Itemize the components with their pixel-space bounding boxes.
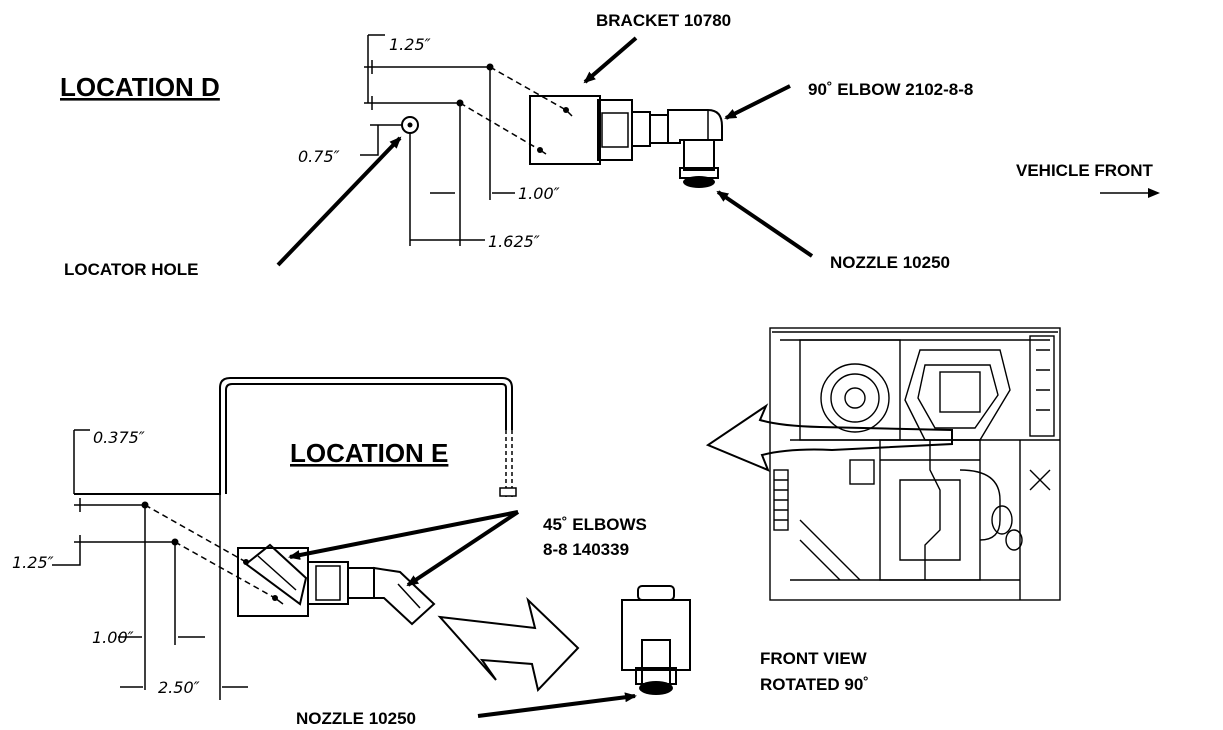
vehicle-front-label: VEHICLE FRONT: [1016, 161, 1154, 180]
location-e-dimensions: [52, 429, 248, 700]
elbow-90-pointer: [724, 84, 791, 120]
locator-pointer: [276, 136, 402, 267]
dashed-link-top: [489, 66, 567, 111]
dim-1-00-e: 1.00″: [92, 628, 134, 647]
locator-hole-label: LOCATOR HOLE: [64, 260, 198, 279]
nozzle-e-pointer: [477, 692, 637, 718]
nozzle-e-label: NOZZLE 10250: [296, 709, 416, 728]
elbows-45-label-2: 8-8 140339: [543, 540, 629, 559]
elbow-45-second-icon: [307, 561, 436, 626]
elbow-90-label: 90˚ ELBOW 2102-8-8: [808, 80, 973, 99]
elbow-90-icon: [631, 109, 723, 147]
elbows-45-label-1: 45˚ ELBOWS: [543, 515, 647, 534]
dim-0-375-e: 0.375″: [93, 428, 145, 447]
dim-1-625-d: 1.625″: [488, 232, 540, 251]
frame-rail: [74, 377, 513, 495]
elbow-45-icon: [244, 543, 308, 606]
dim-1-25-e: 1.25″: [12, 553, 54, 572]
location-d-dimensions: [360, 34, 515, 246]
location-d-title: LOCATION D: [60, 72, 220, 102]
front-view-label-1: FRONT VIEW: [760, 649, 868, 668]
vehicle-sketch: [769, 327, 1061, 601]
nozzle-d-label: NOZZLE 10250: [830, 253, 950, 272]
bracket-label: BRACKET 10780: [596, 11, 731, 30]
arrow-right-icon: [437, 596, 580, 693]
dim-1-00-d: 1.00″: [518, 184, 560, 203]
bracket-pointer: [583, 36, 638, 84]
locator-hole-icon: [401, 116, 419, 134]
nozzle-d-pointer: [716, 190, 814, 258]
dashed-link-e-bottom: [174, 541, 276, 599]
arrow-left-icon: [705, 403, 953, 472]
dashed-link-bottom: [459, 102, 541, 151]
front-view-nozzle-icon: [621, 585, 691, 695]
nozzle-icon: [679, 139, 719, 188]
elbows-pointer-2: [406, 510, 520, 587]
front-view-label-2: ROTATED 90˚: [760, 675, 869, 694]
dim-2-50-e: 2.50″: [158, 678, 200, 697]
bracket-e-icon: [237, 547, 309, 617]
dim-1-25-d: 1.25″: [389, 35, 431, 54]
dim-0-75-d: 0.75″: [298, 147, 340, 166]
bracket-icon: [529, 95, 633, 165]
location-e-title: LOCATION E: [290, 438, 448, 468]
elbows-pointer-1: [288, 510, 519, 560]
